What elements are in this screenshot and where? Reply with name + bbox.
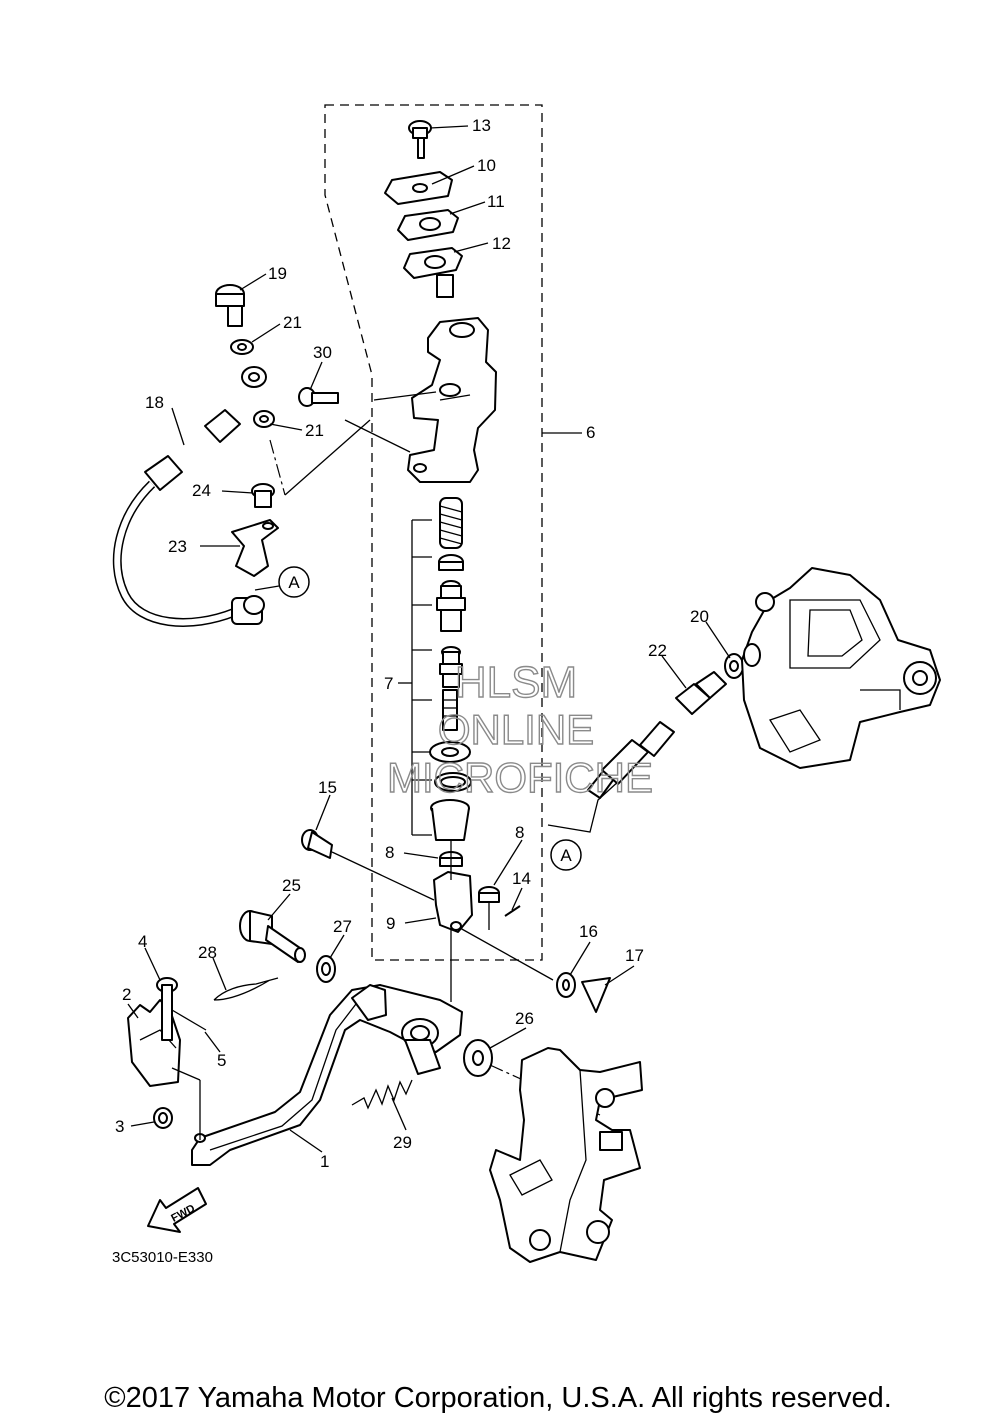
callout-21a: 21	[283, 313, 302, 332]
internal-kit-7	[398, 497, 472, 841]
callout-29: 29	[393, 1133, 412, 1152]
cotter-17	[581, 977, 611, 1013]
callout-5: 5	[217, 1051, 226, 1070]
washer-26	[463, 1039, 493, 1077]
callout-19: 19	[268, 264, 287, 283]
svg-text:A: A	[288, 573, 300, 592]
bolt-30	[298, 387, 339, 407]
leader-lines	[127, 125, 731, 1153]
callout-6: 6	[586, 423, 595, 442]
callout-17: 17	[625, 946, 644, 965]
callout-26: 26	[515, 1009, 534, 1028]
clevis-9	[433, 871, 473, 933]
callout-15: 15	[318, 778, 337, 797]
callout-9: 9	[386, 914, 395, 933]
copyright-footer: ©2017 Yamaha Motor Corporation, U.S.A. A…	[104, 1382, 892, 1414]
callout-16: 16	[579, 922, 598, 941]
callout-21b: 21	[305, 421, 324, 440]
plate-11	[397, 209, 459, 241]
piston	[436, 580, 466, 632]
washer-20	[724, 653, 744, 679]
watermark-line1: HLSM	[455, 658, 577, 707]
shaft-25	[239, 910, 306, 963]
bolt-19	[215, 284, 245, 327]
callout-25: 25	[282, 876, 301, 895]
circlip	[434, 772, 472, 792]
fwd-arrow: FWD	[147, 1187, 207, 1233]
callout-labels: 13 10 11 12 19 21 30 18 21 6 24 23 20 22…	[115, 116, 709, 1171]
frame-section	[489, 1047, 643, 1263]
fitting-22	[675, 671, 727, 715]
ref-marker-a-bottom: A	[550, 839, 582, 871]
callout-27: 27	[333, 917, 352, 936]
watermark-line2: ONLINE	[438, 706, 594, 753]
brake-caliper	[741, 567, 941, 769]
callout-3: 3	[115, 1117, 124, 1136]
callout-23: 23	[168, 537, 187, 556]
boot	[430, 799, 470, 841]
bolt-24	[251, 483, 275, 508]
master-cylinder-body	[407, 317, 497, 483]
callout-24: 24	[192, 481, 211, 500]
callout-1: 1	[320, 1152, 329, 1171]
callout-22: 22	[648, 641, 667, 660]
spring-29	[351, 1079, 413, 1110]
watermark-line3: MICROFICHE	[387, 754, 653, 801]
callout-10: 10	[477, 156, 496, 175]
clip-3	[153, 1107, 173, 1129]
cotter-14	[504, 905, 521, 917]
spring	[439, 497, 463, 549]
callout-13: 13	[472, 116, 491, 135]
diaphragm-12	[403, 247, 463, 298]
callout-7: 7	[384, 674, 393, 693]
callout-11: 11	[487, 192, 505, 211]
callout-2: 2	[122, 985, 131, 1004]
brake-hose-18	[112, 366, 267, 627]
cup	[438, 554, 464, 571]
push-rod	[442, 689, 458, 731]
brake-pedal-1	[191, 984, 463, 1166]
callout-14: 14	[512, 869, 531, 888]
callout-8a: 8	[385, 843, 394, 862]
ref-marker-a-top: A	[278, 566, 310, 598]
callout-12: 12	[492, 234, 511, 253]
pin-4	[156, 977, 178, 1041]
callout-4: 4	[138, 932, 147, 951]
diagram-code: 3C53010-E330	[112, 1249, 213, 1266]
callout-20: 20	[690, 607, 709, 626]
clip-28	[213, 977, 279, 1001]
washer-21a	[230, 339, 254, 355]
washer-21b	[253, 410, 275, 428]
watermark: HLSM ONLINE MICROFICHE	[386, 657, 653, 801]
piston-2	[439, 646, 463, 688]
callout-8b: 8	[515, 823, 524, 842]
assembly-boundary	[324, 104, 582, 961]
callout-30: 30	[313, 343, 332, 362]
washer-27	[316, 955, 336, 983]
nut-8b	[478, 886, 500, 930]
clamp-23	[231, 519, 279, 577]
pin-15	[301, 829, 333, 859]
callout-28: 28	[198, 943, 217, 962]
washer-16	[556, 972, 576, 998]
svg-text:A: A	[560, 846, 572, 865]
callout-18: 18	[145, 393, 164, 412]
cap-10	[384, 171, 453, 205]
hose-to-caliper	[547, 721, 675, 833]
bolt-13	[408, 120, 432, 159]
washer	[429, 741, 471, 763]
